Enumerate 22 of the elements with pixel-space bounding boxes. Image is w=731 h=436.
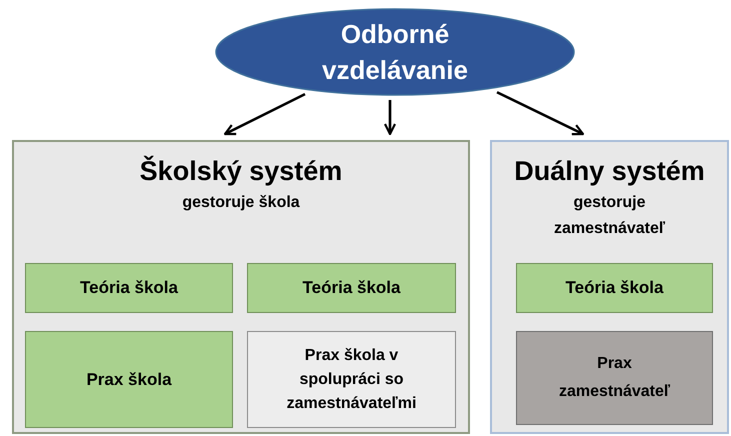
content-box [247,263,456,313]
box-label: Prax škola [86,368,172,391]
content-box [516,331,713,425]
box-label: Teória škola [566,277,664,300]
arrow [496,91,584,136]
panel-title: Školský systém [140,154,342,188]
box-label: Teória škola [80,277,178,300]
panel-subtitle: gestoruje škola [181,193,301,213]
content-box [25,263,233,313]
content-box [516,263,713,313]
arrow [224,92,306,136]
panel-title: Duálny systém [514,155,705,188]
panel-subtitle: gestoruje zamestnávateľ [552,193,666,239]
box-label: Prax zamestnávateľ [558,354,672,402]
system-panel [12,140,470,434]
content-box [25,331,233,428]
system-panel [490,140,729,434]
content-box [247,331,456,428]
topic-label: Odborné vzdelávanie [321,18,469,87]
arrow [384,100,396,136]
box-label: Prax škola v spolupráci so zamestnávateľmi [286,346,418,414]
box-label: Teória škola [302,277,400,300]
